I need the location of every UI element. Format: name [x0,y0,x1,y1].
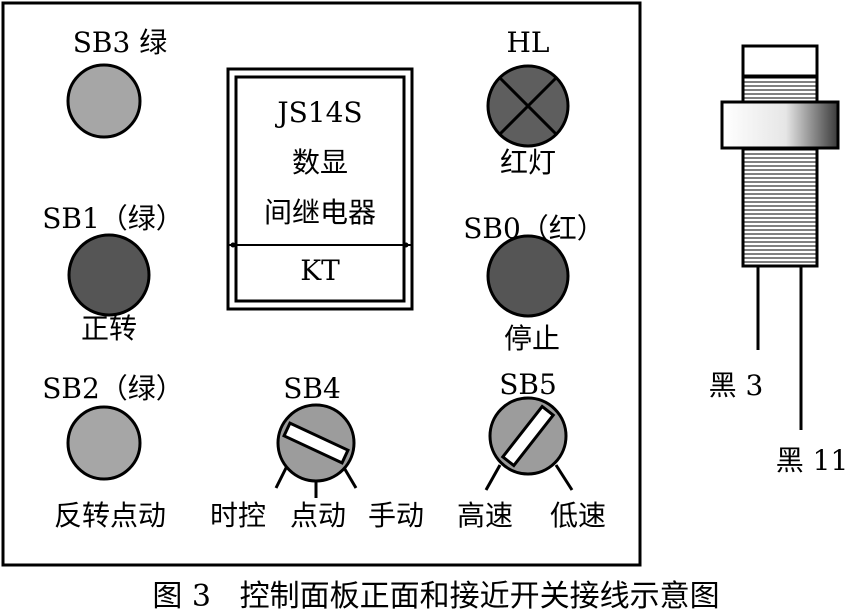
sensor-threaded-body [741,146,819,268]
sb2-button[interactable] [66,405,142,481]
sb5-position-left: 高速 [457,499,513,532]
sb2-button-group: SB2（绿） 反转点动 [42,372,184,532]
sb4-position-left: 时控 [210,499,266,532]
hl-lamp-group: HL 红灯 [486,26,570,179]
panel-frame [1,1,642,567]
relay-divider-dot-right [403,242,409,248]
sb4-mark-left [274,465,289,489]
hl-label: HL [506,26,549,59]
sb5-mark-left [484,464,502,491]
sb1-button-group: SB1（绿） 正转 [42,202,184,345]
sb4-selector-handle[interactable] [282,421,350,465]
sb4-mark-right [341,465,358,489]
sb1-label: SB1（绿） [42,202,184,235]
sensor-wire-left-label: 黑 3 [709,369,764,402]
sb3-button-group: SB3 绿 [66,26,167,139]
sb5-label: SB5 [499,368,557,401]
sb4-position-right: 手动 [368,499,424,532]
hl-lamp-cross-b [498,76,558,136]
sensor-cap [741,44,819,78]
figure-caption: 图 3 控制面板正面和接近开关接线示意图 [152,579,719,614]
sb2-sublabel: 反转点动 [54,499,166,532]
sb2-label: SB2（绿） [42,372,184,405]
sb0-button-group: SB0（红） 停止 [463,212,605,355]
sensor-wire-right-label: 黑 11 [776,444,849,477]
sb0-button[interactable] [486,234,570,318]
sb5-mark-right [554,464,574,491]
sb3-label: SB3 绿 [73,26,167,59]
sensor-upper-body [741,74,819,104]
relay-module: JS14S 数显 间继电器 KT [226,67,414,311]
hl-sublabel: 红灯 [500,146,556,179]
relay-outer-frame [226,67,414,311]
sb4-label: SB4 [283,372,341,405]
sb0-sublabel: 停止 [504,322,560,355]
relay-model: JS14S [274,96,362,129]
sb3-button[interactable] [66,63,142,139]
sb1-button[interactable] [67,233,151,317]
sb5-selector-group: SB5 高速 低速 [457,368,606,532]
relay-line3: 间继电器 [264,196,376,229]
sb4-selector-group: SB4 时控 点动 手动 [210,372,424,532]
sb4-position-mid: 点动 [290,499,346,532]
proximity-switch: 黑 3 黑 11 [709,44,849,477]
relay-line2: 数显 [292,146,348,179]
sb5-selector-handle[interactable] [500,404,556,468]
sensor-nut [720,100,840,150]
relay-divider-dot-left [230,242,236,248]
relay-inner-frame [234,75,406,303]
sb5-position-right: 低速 [550,499,606,532]
relay-code: KT [300,254,340,287]
sb1-sublabel: 正转 [81,312,137,345]
